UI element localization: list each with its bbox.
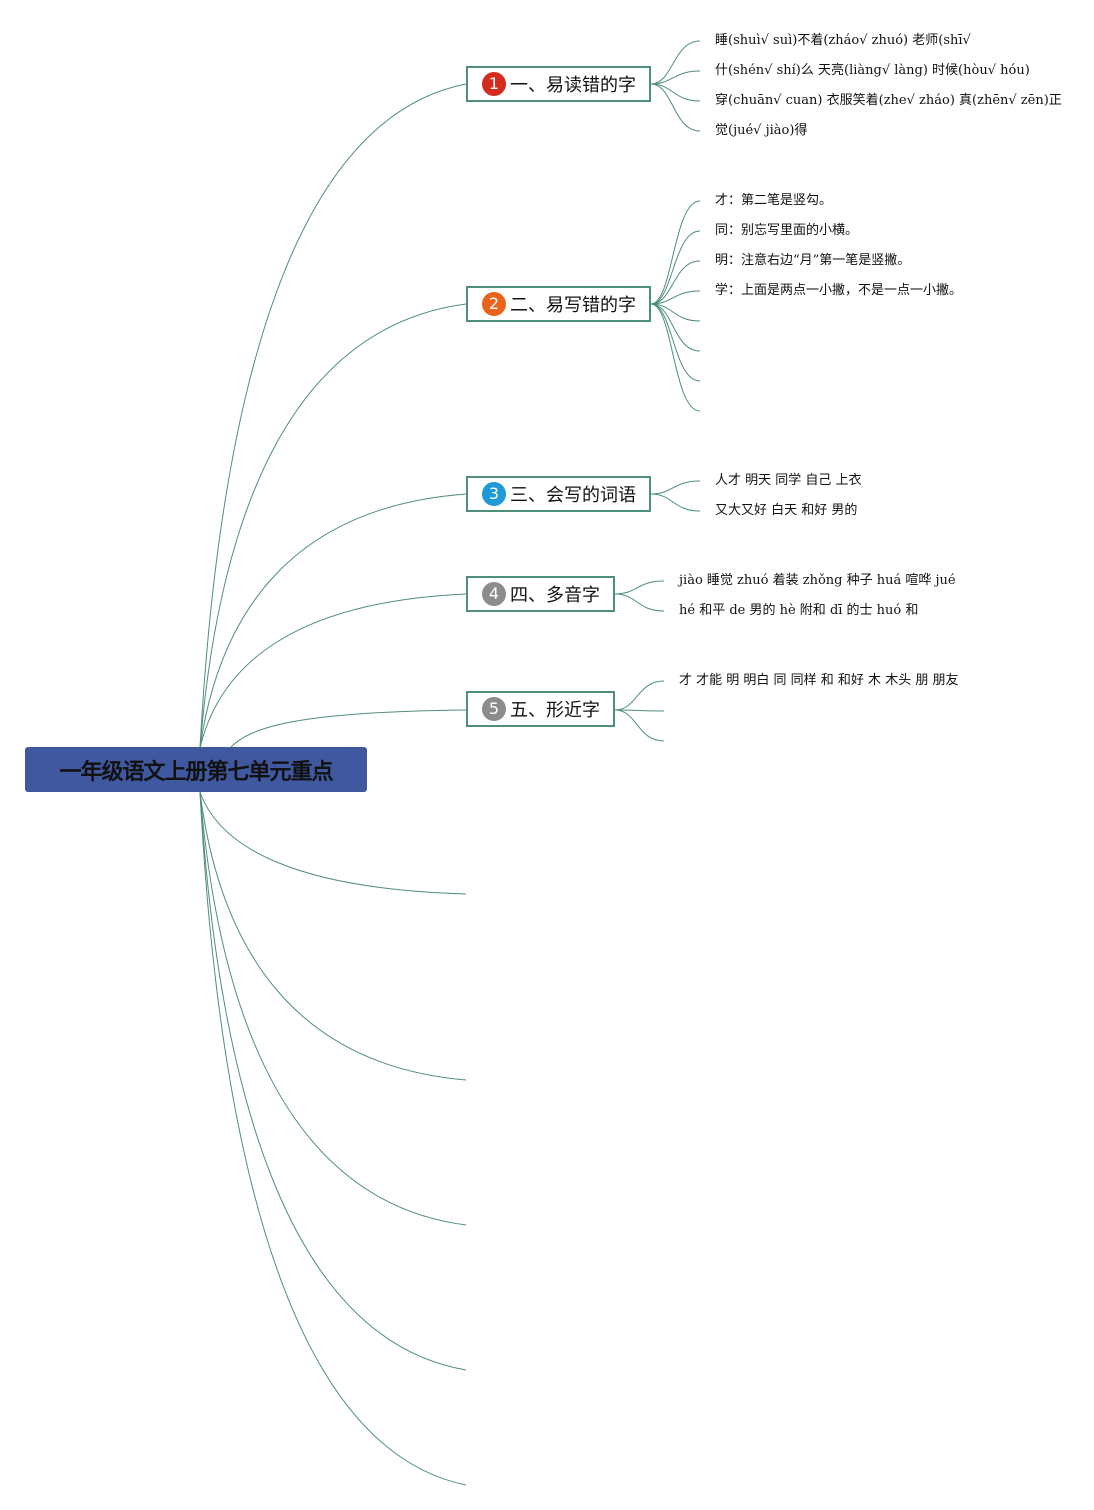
branch-1-leaf-4[interactable]: 觉(jué√ jiào)得	[715, 123, 808, 138]
branch-4-leaf-1[interactable]: jiào 睡觉 zhuó 着装 zhǒng 种子 huá 喧哗 jué	[679, 573, 956, 588]
root-link-1	[199, 83, 467, 749]
branch-4-label: 四、多音字	[510, 585, 600, 606]
root-link-3	[199, 493, 467, 749]
branch-2-link-3	[650, 260, 701, 305]
root-topic-title: 一年级语文上册第七单元重点	[59, 759, 333, 785]
branch-2-link-4	[650, 290, 701, 305]
branch-1-link-1	[650, 40, 701, 85]
branch-1-leaf-3[interactable]: 穿(chuān√ cuan) 衣服笑着(zhe√ zháo) 真(zhēn√ z…	[715, 93, 1062, 108]
branch-4-link-2	[614, 593, 665, 612]
branch-5-topic[interactable]: 5 五、形近字	[466, 691, 615, 727]
branch-3-label: 三、会写的词语	[510, 485, 636, 506]
branch-2-topic[interactable]: 2 二、易写错的字	[466, 286, 651, 322]
branch-5-link-1	[614, 680, 665, 711]
branch-2-link-8	[650, 303, 701, 412]
branch-5-leaf-1[interactable]: 才 才能 明 明白 同 同样 和 和好 木 木头 朋 朋友	[679, 673, 959, 688]
branch-2-link-1	[650, 200, 701, 305]
branch-2-leaf-1[interactable]: 才：第二笔是竖勾。	[715, 193, 833, 208]
branch-2-leaf-4[interactable]: 学：上面是两点一小撇，不是一点一小撇。	[715, 283, 963, 298]
branch-2-link-5	[650, 303, 701, 322]
branch-2-leaf-3[interactable]: 明：注意右边“月”第一笔是竖撇。	[715, 253, 911, 268]
branch-5-link-3	[614, 709, 665, 742]
branch-2-link-6	[650, 303, 701, 352]
branch-2-link-2	[650, 230, 701, 305]
branch-5-link-2	[614, 709, 665, 712]
root-link-5	[229, 709, 467, 749]
number-1-icon: 1	[482, 72, 506, 96]
branch-4-leaf-2[interactable]: hé 和平 de 男的 hè 附和 dī 的士 huó 和	[679, 603, 919, 618]
branch-1-topic[interactable]: 1 一、易读错的字	[466, 66, 651, 102]
branch-2-label: 二、易写错的字	[510, 295, 636, 316]
root-link-8	[199, 791, 467, 1226]
number-3-icon: 3	[482, 482, 506, 506]
branch-1-link-4	[650, 83, 701, 132]
branch-3-topic[interactable]: 3 三、会写的词语	[466, 476, 651, 512]
branch-4-link-1	[614, 580, 665, 595]
branch-1-link-3	[650, 83, 701, 102]
number-2-icon: 2	[482, 292, 506, 316]
number-4-icon: 4	[482, 582, 506, 606]
branch-3-leaf-1[interactable]: 人才 明天 同学 自己 上衣	[715, 473, 862, 488]
root-link-4	[199, 593, 467, 749]
branch-3-link-2	[650, 493, 701, 512]
root-link-2	[199, 303, 467, 749]
root-topic[interactable]: 一年级语文上册第七单元重点	[25, 747, 367, 792]
branch-1-link-2	[650, 70, 701, 85]
root-link-7	[199, 791, 467, 1081]
branch-3-link-1	[650, 480, 701, 495]
root-link-6	[199, 791, 467, 895]
root-link-9	[199, 791, 467, 1371]
branch-4-topic[interactable]: 4 四、多音字	[466, 576, 615, 612]
branch-1-leaf-2[interactable]: 什(shén√ shí)么 天亮(liàng√ làng) 时候(hòu√ hó…	[715, 63, 1030, 78]
branch-2-leaf-2[interactable]: 同：别忘写里面的小横。	[715, 223, 859, 238]
branch-5-label: 五、形近字	[510, 700, 600, 721]
branch-1-leaf-1[interactable]: 睡(shuì√ suì)不着(zháo√ zhuó) 老师(shī√	[715, 33, 971, 48]
root-link-10	[199, 791, 467, 1486]
branch-1-label: 一、易读错的字	[510, 75, 636, 96]
branch-3-leaf-2[interactable]: 又大又好 白天 和好 男的	[715, 503, 858, 518]
branch-2-link-7	[650, 303, 701, 382]
number-5-icon: 5	[482, 697, 506, 721]
